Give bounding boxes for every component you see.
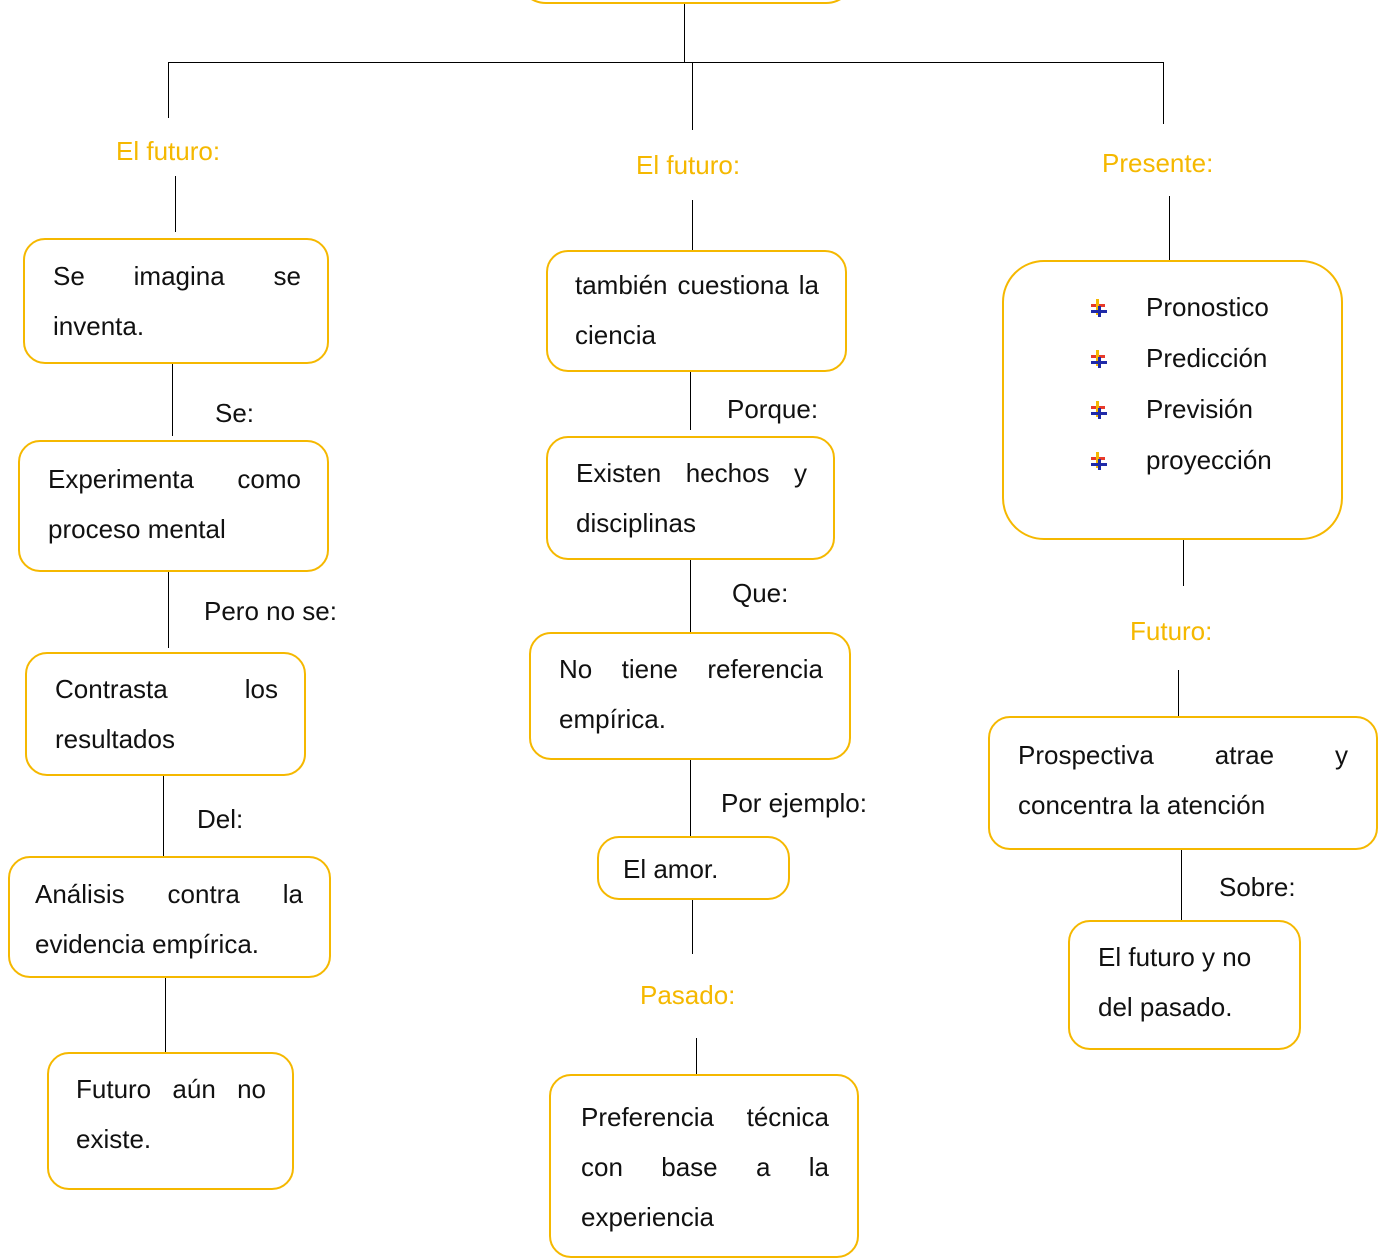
- bullet-item: Previsión: [1090, 384, 1321, 435]
- concept-box: Prospectiva atrae y concentra la atenció…: [988, 716, 1378, 850]
- connector-line: [1181, 850, 1182, 920]
- connector-line: [690, 372, 691, 430]
- connector-line: [690, 760, 691, 836]
- root-node: [516, 0, 856, 4]
- branch-heading: El futuro:: [116, 136, 221, 166]
- plus-cross-icon: [1091, 299, 1107, 317]
- connector-label: Del:: [197, 804, 244, 834]
- bullet-list: Pronostico Predicción Previsión proyecci…: [1090, 282, 1321, 486]
- connector-label: Pero no se:: [204, 596, 337, 626]
- plus-cross-icon: [1091, 350, 1107, 368]
- connector-line: [684, 4, 685, 62]
- connector-line: [690, 560, 691, 632]
- branch-subheading: Futuro:: [1130, 616, 1213, 646]
- connector-line: [168, 62, 1164, 63]
- connector-label: Que:: [732, 578, 789, 608]
- connector-line: [692, 62, 693, 130]
- connector-line: [1183, 540, 1184, 586]
- branch-heading: El futuro:: [636, 150, 741, 180]
- connector-line: [692, 200, 693, 250]
- concept-box: Experimenta como proceso mental: [18, 440, 329, 572]
- connector-line: [168, 62, 169, 118]
- connector-line: [696, 1038, 697, 1074]
- concept-box-bullets: Pronostico Predicción Previsión proyecci…: [1002, 260, 1343, 540]
- bullet-item: proyección: [1090, 435, 1321, 486]
- connector-line: [168, 572, 169, 648]
- connector-label: Se:: [215, 398, 255, 428]
- concept-box: El futuro y no del pasado.: [1068, 920, 1301, 1050]
- plus-cross-icon: [1091, 401, 1107, 419]
- connector-label: Sobre:: [1219, 872, 1296, 902]
- bullet-item: Predicción: [1090, 333, 1321, 384]
- plus-cross-icon: [1091, 452, 1107, 470]
- connector-line: [163, 776, 164, 856]
- concept-box: Existen hechos y disciplinas: [546, 436, 835, 560]
- concept-box: No tiene referencia empírica.: [529, 632, 851, 760]
- branch-subheading: Pasado:: [640, 980, 736, 1010]
- concept-box: Contrasta los resultados: [25, 652, 306, 776]
- concept-box: El amor.: [597, 836, 790, 900]
- concept-box: Análisis contra la evidencia empírica.: [8, 856, 331, 978]
- branch-heading: Presente:: [1102, 148, 1214, 178]
- connector-line: [175, 176, 176, 232]
- connector-line: [172, 364, 173, 436]
- connector-line: [1178, 670, 1179, 716]
- connector-line: [1169, 196, 1170, 260]
- connector-label: Por ejemplo:: [721, 788, 867, 818]
- concept-box: Futuro aún no existe.: [47, 1052, 294, 1190]
- connector-line: [1163, 62, 1164, 124]
- connector-line: [692, 900, 693, 954]
- concept-box: Se imagina se inventa.: [23, 238, 329, 364]
- concept-box: también cuestiona la ciencia: [546, 250, 847, 372]
- bullet-item: Pronostico: [1090, 282, 1321, 333]
- concept-box: Preferencia técnica con base a la experi…: [549, 1074, 859, 1258]
- connector-label: Porque:: [727, 394, 819, 424]
- connector-line: [165, 978, 166, 1052]
